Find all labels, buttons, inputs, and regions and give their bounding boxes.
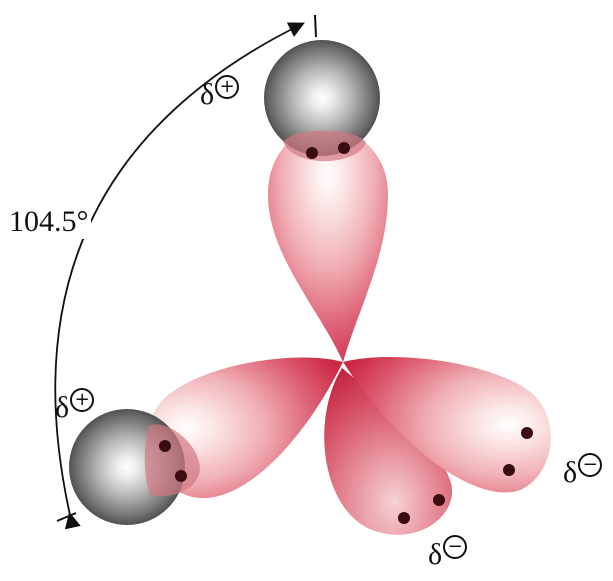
delta-symbol: δ xyxy=(428,538,443,571)
electron-dot xyxy=(433,494,445,506)
delta-symbol: δ xyxy=(200,78,215,111)
partial-charge-lone-pair-right: δ− xyxy=(563,453,603,489)
bond-angle-label: 104.5° xyxy=(7,205,91,239)
electron-dot xyxy=(521,427,533,439)
electron-dot xyxy=(159,440,171,452)
bond-angle-arrow xyxy=(54,22,305,530)
hydrogen-atom-top xyxy=(264,40,380,156)
positive-sign-icon: + xyxy=(215,75,240,99)
positive-sign-icon: + xyxy=(70,388,95,412)
bond-angle-tick-left xyxy=(56,512,77,522)
lone-pair-lobe-bottom xyxy=(324,368,453,535)
electron-dot xyxy=(338,142,350,154)
negative-sign-icon: − xyxy=(578,453,603,477)
electron-dot xyxy=(175,470,187,482)
partial-charge-hydrogen-top: δ+ xyxy=(200,75,240,111)
electron-dot xyxy=(306,147,318,159)
delta-symbol: δ xyxy=(563,456,578,489)
negative-sign-icon: − xyxy=(443,535,468,559)
bonding-lobe-top xyxy=(268,128,388,362)
partial-charge-hydrogen-left: δ+ xyxy=(55,388,95,424)
partial-charge-lone-pair-bottom: δ− xyxy=(428,535,468,571)
electron-dot xyxy=(398,512,410,524)
lone-pair-lobe-right xyxy=(343,357,551,493)
bond-angle-tick-top xyxy=(314,14,317,38)
electron-dot xyxy=(503,464,515,476)
delta-symbol: δ xyxy=(55,391,70,424)
